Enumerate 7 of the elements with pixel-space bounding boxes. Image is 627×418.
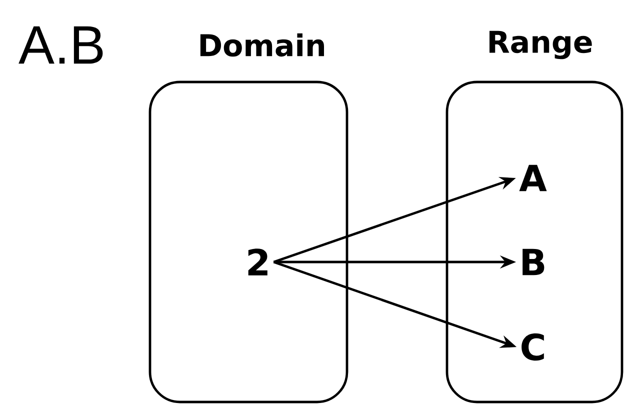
element-label: B — [522, 248, 544, 276]
node-label: Range — [490, 30, 592, 60]
figure-label: A.B — [18, 26, 103, 64]
element-label: A — [519, 164, 547, 192]
node-label: Domain — [200, 33, 324, 57]
element-label: 2 — [248, 248, 268, 276]
element-label: C — [522, 333, 544, 361]
